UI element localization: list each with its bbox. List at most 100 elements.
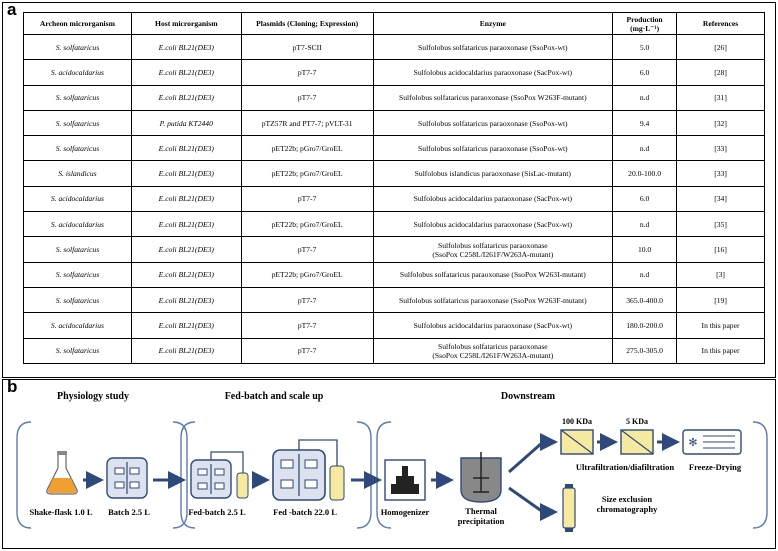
cell-plasmid: pTZ57R and PT7-7; pVLT-31 (240, 109, 374, 137)
cell-production: 9.4 (612, 109, 678, 137)
cell-host: E.coli BL21(DE3) (130, 160, 242, 187)
label-freeze-drying: Freeze-Drying (689, 462, 742, 472)
cell-plasmid: pT7-SCII (240, 33, 374, 61)
cell-archeon: S. solfataricus (23, 261, 132, 288)
enzyme-name-line2: (SsoPox C258L/I261F/W263A-mutant) (432, 350, 554, 360)
cell-enzyme: Sulfolobus solfataricus paraoxonase (Sso… (372, 135, 614, 162)
cell-host: E.coli BL21(DE3) (130, 236, 242, 263)
cell-archeon: S. acidocaldarius (23, 59, 132, 86)
host-name: P. putida KT2440 (159, 118, 213, 128)
section-downstream-title: Downstream (501, 391, 556, 402)
cell-archeon: S. acidocaldarius (23, 211, 132, 238)
cell-archeon: S. solfataricus (23, 109, 132, 137)
host-name: E.coli BL21(DE3) (158, 270, 214, 280)
cell-host: E.coli BL21(DE3) (130, 59, 242, 86)
host-name: E.coli BL21(DE3) (158, 245, 214, 255)
host-name: E.coli BL21(DE3) (158, 143, 214, 153)
enzyme-name: Sulfolobus acidocaldarius paraoxonase (S… (413, 219, 572, 229)
label-thermal-line1: Thermal (465, 506, 497, 516)
section-fedbatch-title: Fed-batch and scale up (225, 391, 324, 402)
label-batch: Batch 2.5 L (108, 507, 150, 517)
host-name: E.coli BL21(DE3) (158, 93, 214, 103)
cell-production: n.d (612, 84, 678, 111)
panel-b: b Physiology study Fed-batch and scale u… (2, 377, 776, 549)
sec-column-icon (562, 484, 576, 532)
cell-archeon: S. islandicus (23, 160, 132, 187)
cell-plasmid: pET22b; pGro7/GroEL (240, 160, 374, 187)
cell-reference: [32] (676, 109, 765, 137)
enzyme-name: Sulfolobus solfataricus paraoxonase (Sso… (399, 295, 587, 305)
cell-plasmid: pET22b; pGro7/GroEL (240, 261, 374, 288)
cell-plasmid: pT7-7 (240, 59, 374, 86)
bracket-physiology-right (172, 421, 188, 529)
svg-text:✻: ✻ (688, 436, 697, 449)
cell-reference: [33] (676, 160, 765, 187)
shake-flask-icon (46, 451, 78, 495)
label-filter-100: 100 KDa (562, 417, 592, 426)
table-header-row: Archeon microrganism Host microrganism P… (23, 12, 765, 35)
cell-archeon: S. solfataricus (23, 135, 132, 162)
cell-plasmid: pT7-7 (240, 312, 374, 339)
enzyme-name: Sulfolobus acidocaldarius paraoxonase (S… (413, 67, 572, 77)
cell-production: n.d (612, 211, 678, 238)
cell-production: n.d (612, 261, 678, 288)
process-diagram: Physiology study Fed-batch and scale up … (16, 391, 768, 532)
cell-archeon: S. solfataricus (23, 236, 132, 263)
panel-a-letter: a (7, 0, 17, 19)
header-references: References (676, 12, 765, 35)
cell-production: 6.0 (612, 185, 678, 213)
cell-host: E.coli BL21(DE3) (130, 312, 242, 339)
cell-enzyme: Sulfolobus solfataricus paraoxonase(SsoP… (372, 337, 614, 364)
enzyme-name: Sulfolobus solfataricus paraoxonase (Sso… (418, 42, 568, 52)
enzyme-name-line2: (SsoPox C258L/I261F/W263A-mutant) (432, 249, 554, 259)
cell-host: P. putida KT2440 (130, 109, 242, 137)
cell-enzyme: Sulfolobus solfataricus paraoxonase (Sso… (372, 33, 614, 61)
cell-plasmid: pT7-7 (240, 236, 374, 263)
cell-reference: In this paper (676, 337, 765, 364)
cell-plasmid: pT7-7 (240, 337, 374, 364)
cell-enzyme: Sulfolobus solfataricus paraoxonase (Sso… (372, 261, 614, 288)
label-ultrafiltration: Ultrafiltration/diafiltration (576, 462, 674, 472)
production-table: Archeon microrganism Host microrganism P… (23, 12, 765, 364)
filter-5kda-icon (620, 429, 654, 455)
host-name: E.coli BL21(DE3) (158, 194, 214, 204)
fed-batch-small-icon (190, 451, 249, 499)
cell-host: E.coli BL21(DE3) (130, 211, 242, 238)
cell-production: 365.0-400.0 (612, 286, 678, 314)
header-archeon: Archeon microrganism (23, 12, 132, 35)
cell-production: 180.0-200.0 (612, 312, 678, 339)
panel-b-letter: b (7, 377, 18, 396)
cell-enzyme: Sulfolobus acidocaldarius paraoxonase (S… (372, 59, 614, 86)
section-physiology-title: Physiology study (57, 391, 129, 402)
enzyme-name: Sulfolobus solfataricus paraoxonase (Sso… (399, 270, 586, 280)
label-homogenizer: Homogenizer (381, 507, 430, 517)
freeze-dryer-icon: ✻ (682, 429, 742, 455)
label-fed-batch-large: Fed -batch 22.0 L (273, 507, 337, 517)
host-name: E.coli BL21(DE3) (158, 320, 214, 330)
arrow-thermal-ultrafiltration (508, 433, 558, 474)
cell-host: E.coli BL21(DE3) (130, 337, 242, 364)
header-production: Production (mg·L⁻¹) (612, 12, 678, 35)
cell-archeon: S. acidocaldarius (23, 312, 132, 339)
enzyme-name: Sulfolobus solfataricus paraoxonase (Sso… (418, 118, 568, 128)
enzyme-name: Sulfolobus solfataricus paraoxonase (Sso… (418, 143, 568, 153)
cell-reference: [26] (676, 33, 765, 61)
cell-reference: [16] (676, 236, 765, 263)
header-host: Host microrganism (130, 12, 242, 35)
cell-production: n.d (612, 135, 678, 162)
fed-batch-large-icon (272, 439, 345, 501)
cell-production: 20.0-100.0 (612, 160, 678, 187)
bracket-fedbatch-right (356, 421, 372, 529)
cell-reference: [35] (676, 211, 765, 238)
cell-host: E.coli BL21(DE3) (130, 33, 242, 61)
batch-reactor-icon (106, 457, 148, 499)
